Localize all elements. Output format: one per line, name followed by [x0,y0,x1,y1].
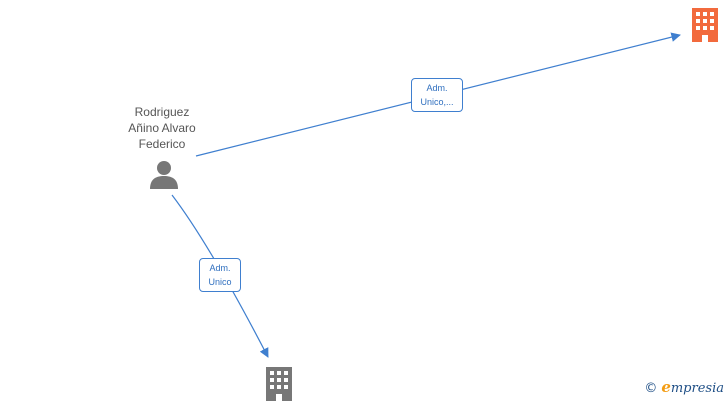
edge-label-bottom-line-1: Adm. [209,263,231,273]
copyright-symbol: © [644,381,658,396]
edge-label-top-line-1: Adm. [426,83,448,93]
building-icon[interactable] [262,366,296,402]
edge-label-top-line-2: Unico,... [420,97,454,107]
edge-label-top[interactable]: Adm. Unico,... [411,78,463,112]
brand-logo-letter: e [661,378,671,396]
person-name[interactable]: Rodriguez Añino Alvaro Federico [112,104,212,152]
brand-name: mpresia [670,381,724,396]
building-icon[interactable] [688,7,722,43]
edge-label-bottom-line-2: Unico [208,277,232,287]
brand-watermark: ©empresia [644,378,724,396]
person-name-line-2: Añino Alvaro [128,121,196,135]
person-name-line-1: Rodriguez [134,105,190,119]
person-name-line-3: Federico [138,137,186,151]
edge-label-bottom[interactable]: Adm. Unico [199,258,241,292]
person-icon[interactable] [148,160,180,190]
